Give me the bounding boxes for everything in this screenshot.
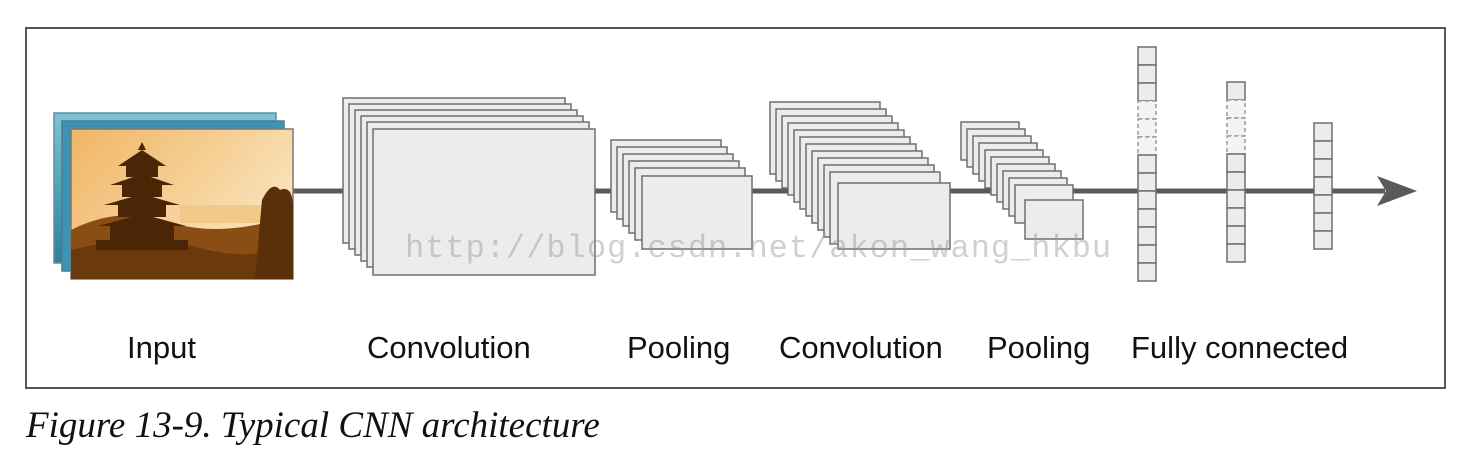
neuron-cell [1226, 171, 1246, 191]
neuron-cell [1313, 230, 1333, 250]
neuron-cell [1313, 176, 1333, 196]
neuron-cell [1137, 172, 1157, 192]
feature-map [1024, 199, 1084, 240]
fc-column-3 [1313, 122, 1333, 250]
stage-label-convolution-1: Convolution [367, 330, 531, 365]
neuron-cell [1313, 158, 1333, 178]
input-photo [70, 128, 294, 280]
neuron-cell [1137, 136, 1157, 156]
watermark-text: http://blog.csdn.net/akon_wang_hkbu [405, 230, 1113, 267]
neuron-cell [1313, 122, 1333, 142]
neuron-cell [1137, 64, 1157, 84]
stage-label-fully-connected: Fully connected [1131, 330, 1349, 365]
neuron-cell [1226, 243, 1246, 263]
feature-map [641, 175, 753, 250]
stage-label-pooling-2: Pooling [987, 330, 1091, 365]
neuron-cell [1226, 189, 1246, 209]
fc-column-1 [1137, 46, 1157, 282]
pagoda-icon [96, 142, 188, 250]
neuron-cell [1137, 244, 1157, 264]
neuron-cell [1226, 135, 1246, 155]
fully-connected-layers [1137, 46, 1333, 282]
neuron-cell [1137, 118, 1157, 138]
stage-label-input: Input [127, 330, 196, 365]
neuron-cell [1226, 207, 1246, 227]
neuron-cell [1226, 117, 1246, 137]
neuron-cell [1226, 81, 1246, 101]
neuron-cell [1137, 208, 1157, 228]
convolution-2-feature-maps [769, 101, 951, 250]
neuron-cell [1137, 190, 1157, 210]
neuron-cell [1313, 212, 1333, 232]
stage-label-pooling-1: Pooling [627, 330, 731, 365]
neuron-cell [1226, 153, 1246, 173]
neuron-cell [1137, 262, 1157, 282]
input-image [53, 112, 294, 280]
neuron-cell [1313, 140, 1333, 160]
figure-caption: Figure 13-9. Typical CNN architecture [26, 405, 600, 446]
neuron-cell [1137, 46, 1157, 66]
feature-map [372, 128, 596, 276]
neuron-cell [1226, 99, 1246, 119]
neuron-cell [1137, 82, 1157, 102]
fc-column-2 [1226, 81, 1246, 263]
pooling-1-feature-maps [610, 139, 753, 250]
stage-label-convolution-2: Convolution [779, 330, 943, 365]
feature-map [837, 182, 951, 250]
convolution-1-feature-maps [342, 97, 596, 276]
neuron-cell [1137, 100, 1157, 120]
neuron-cell [1313, 194, 1333, 214]
pooling-2-feature-maps [960, 121, 1084, 240]
neuron-cell [1137, 154, 1157, 174]
neuron-cell [1226, 225, 1246, 245]
flow-arrow-head [1377, 176, 1417, 206]
neuron-cell [1137, 226, 1157, 246]
